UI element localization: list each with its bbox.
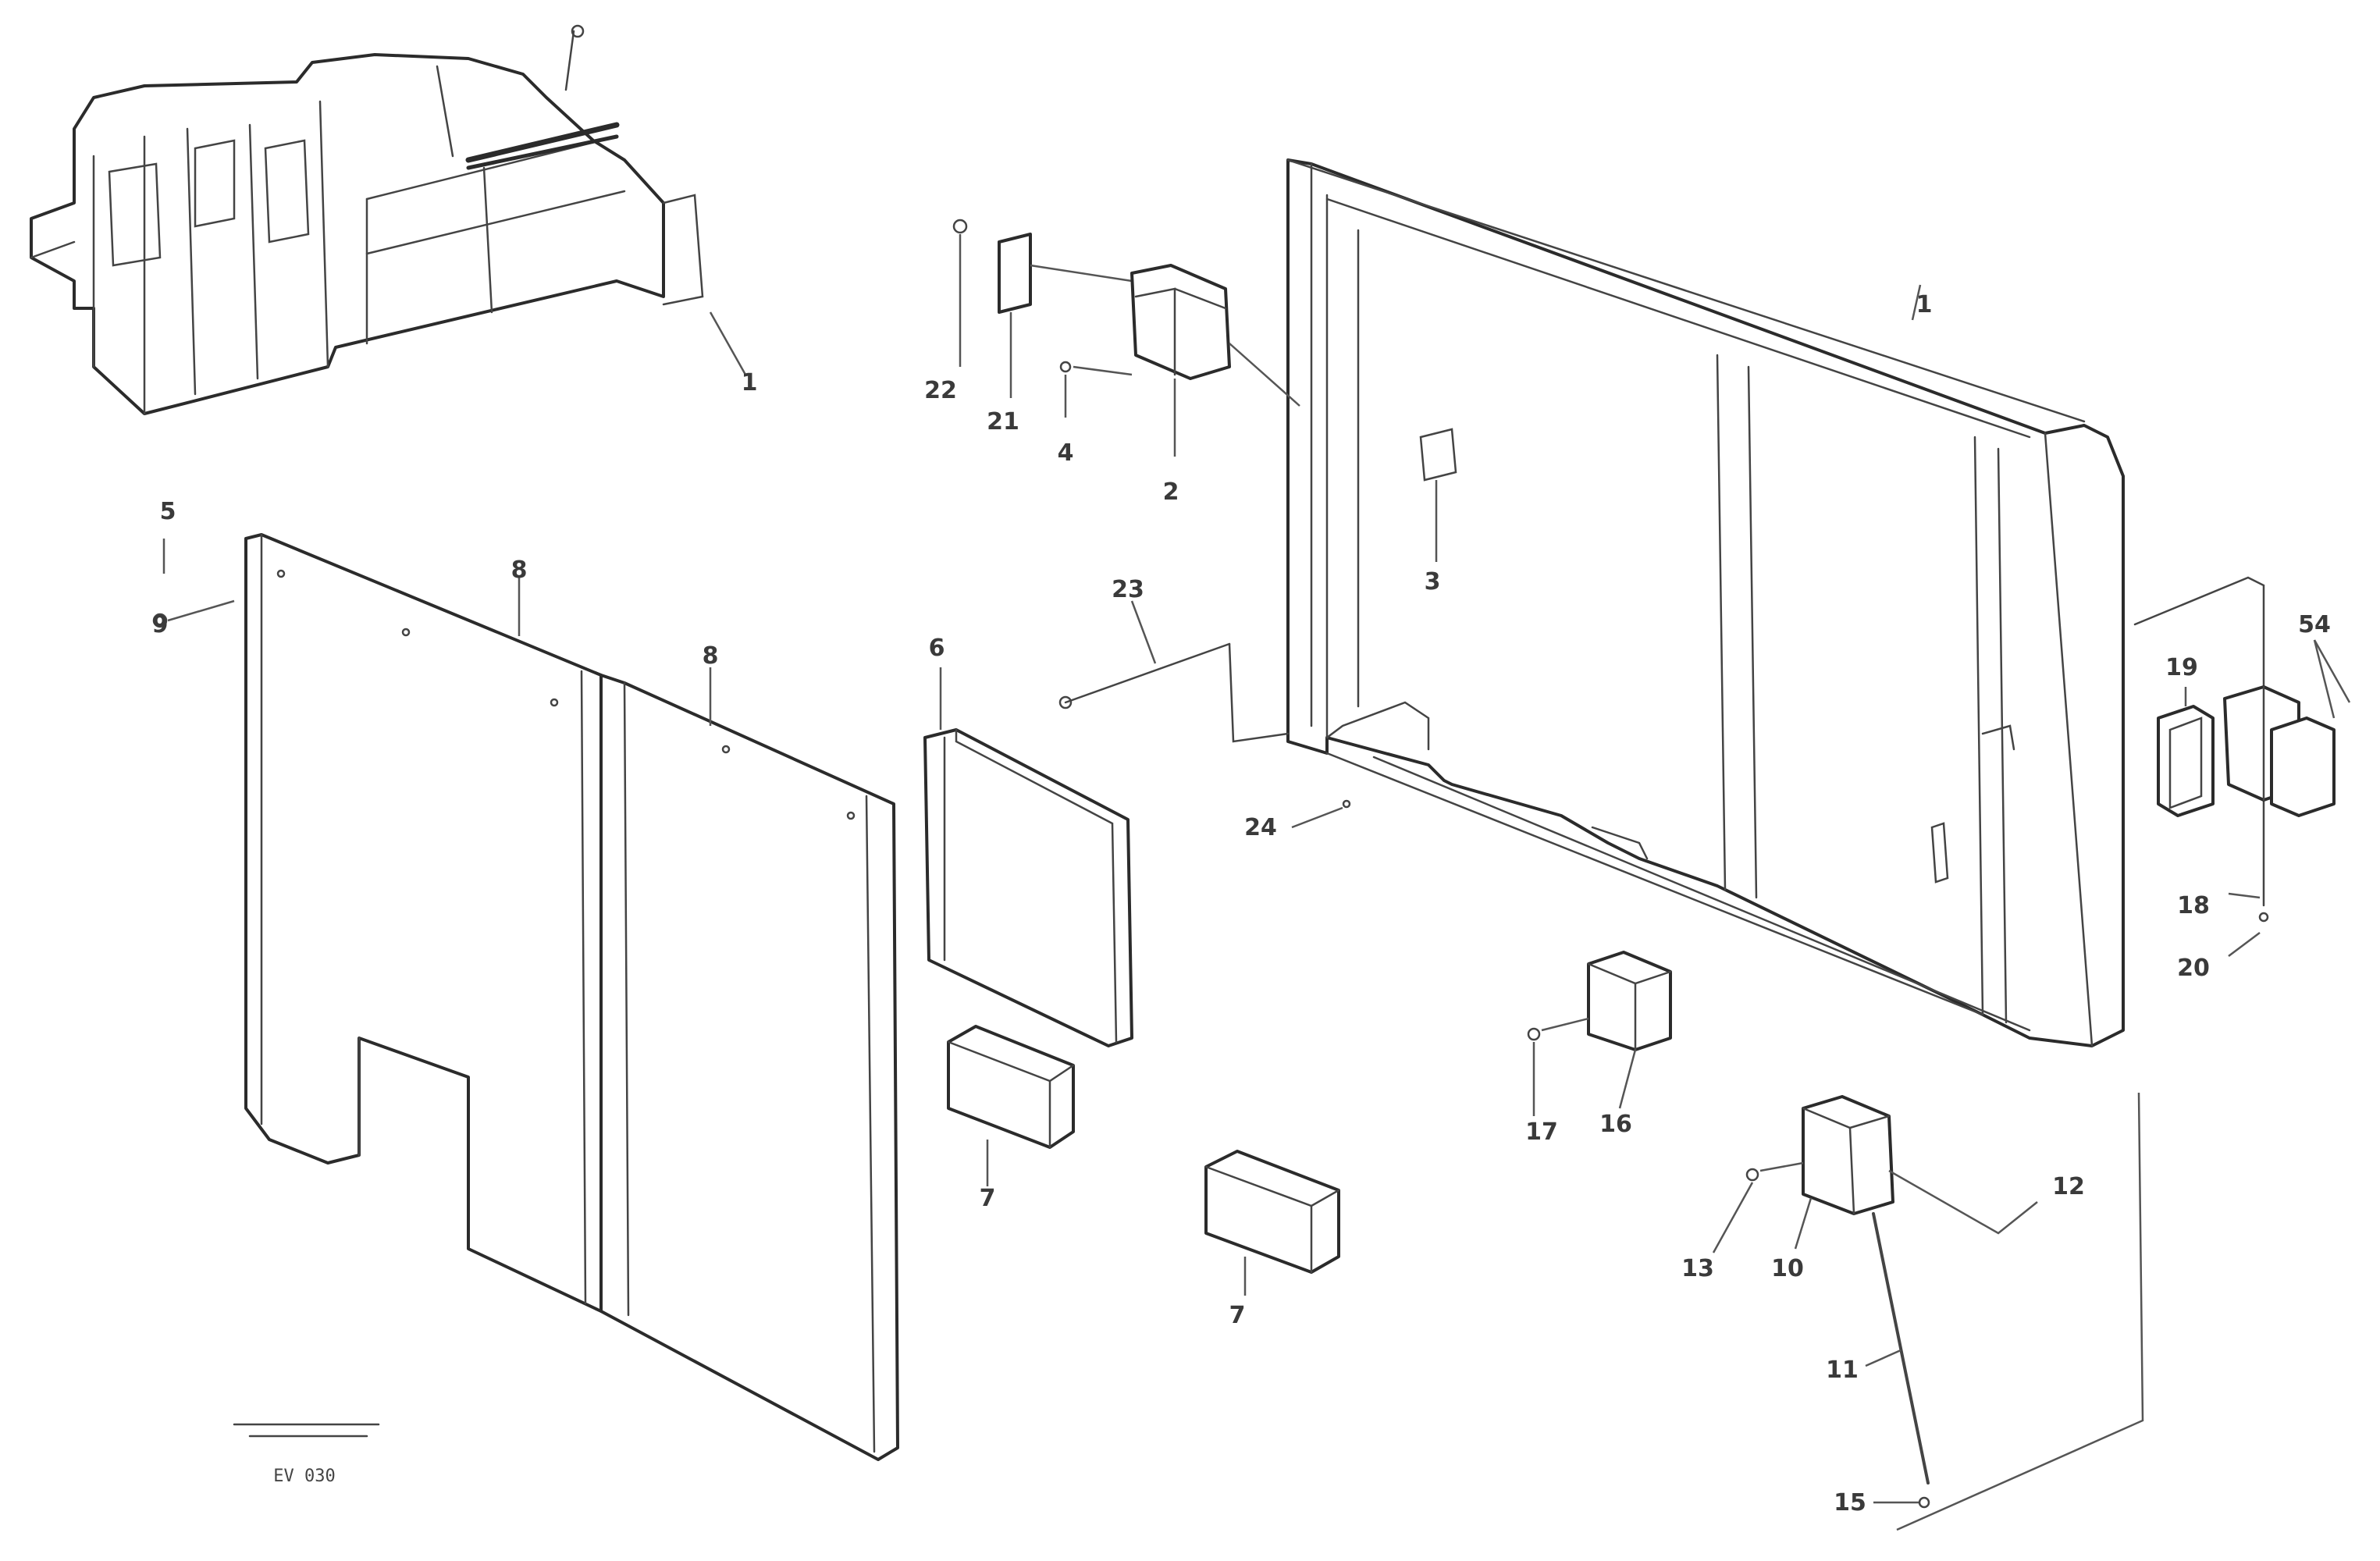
drawing-reference-stamp: EV 030 [233, 1423, 380, 1486]
side-panel-left [244, 533, 603, 1313]
label-8-left: 8 [511, 556, 528, 584]
label-54: 54 [2298, 611, 2331, 638]
label-19: 19 [2165, 654, 2198, 681]
block-part-7-lower [1204, 1150, 1340, 1296]
drawing-number: EV 030 [273, 1467, 335, 1486]
label-22: 22 [924, 377, 957, 404]
block-part-7-upper [947, 1025, 1075, 1186]
label-20: 20 [2177, 955, 2210, 982]
label-2: 2 [1163, 478, 1179, 506]
bracket-part-10 [1712, 1092, 2144, 1531]
label-24: 24 [1244, 814, 1277, 841]
label-6: 6 [929, 635, 945, 662]
label-7-lower: 7 [1229, 1302, 1246, 1329]
label-4: 4 [1058, 439, 1074, 467]
label-17: 17 [1525, 1118, 1558, 1146]
bracket-group-2 [952, 219, 1300, 457]
label-21: 21 [987, 408, 1019, 436]
label-12: 12 [2052, 1173, 2085, 1200]
label-16: 16 [1599, 1111, 1632, 1138]
label-5: 5 [160, 498, 176, 525]
machine-cab-overview [30, 24, 747, 415]
label-3: 3 [1425, 568, 1441, 596]
bracket-part-16 [1527, 951, 1672, 1116]
label-10: 10 [1771, 1255, 1804, 1282]
label-11: 11 [1826, 1357, 1859, 1384]
label-7-upper: 7 [980, 1185, 996, 1212]
callout-labels: 1 1 2 3 4 5 6 7 7 8 8 9 10 11 12 13 15 1… [152, 291, 2331, 1517]
label-1-frame: 1 [1916, 291, 1933, 318]
label-15: 15 [1834, 1489, 1866, 1517]
label-23: 23 [1112, 576, 1144, 603]
label-9: 9 [152, 611, 169, 638]
pad-part-6 [923, 667, 1133, 1047]
rod-part-23 [1058, 600, 1290, 743]
side-panel-right [599, 667, 899, 1461]
label-8-right: 8 [703, 642, 719, 670]
label-13: 13 [1681, 1255, 1714, 1282]
label-1-cab: 1 [742, 369, 758, 396]
screw-part-9 [152, 539, 235, 628]
hinge-group-19 [2133, 576, 2351, 957]
label-18: 18 [2177, 892, 2210, 919]
rear-frame-panel [1286, 158, 2125, 1047]
part-24 [1291, 799, 1351, 829]
